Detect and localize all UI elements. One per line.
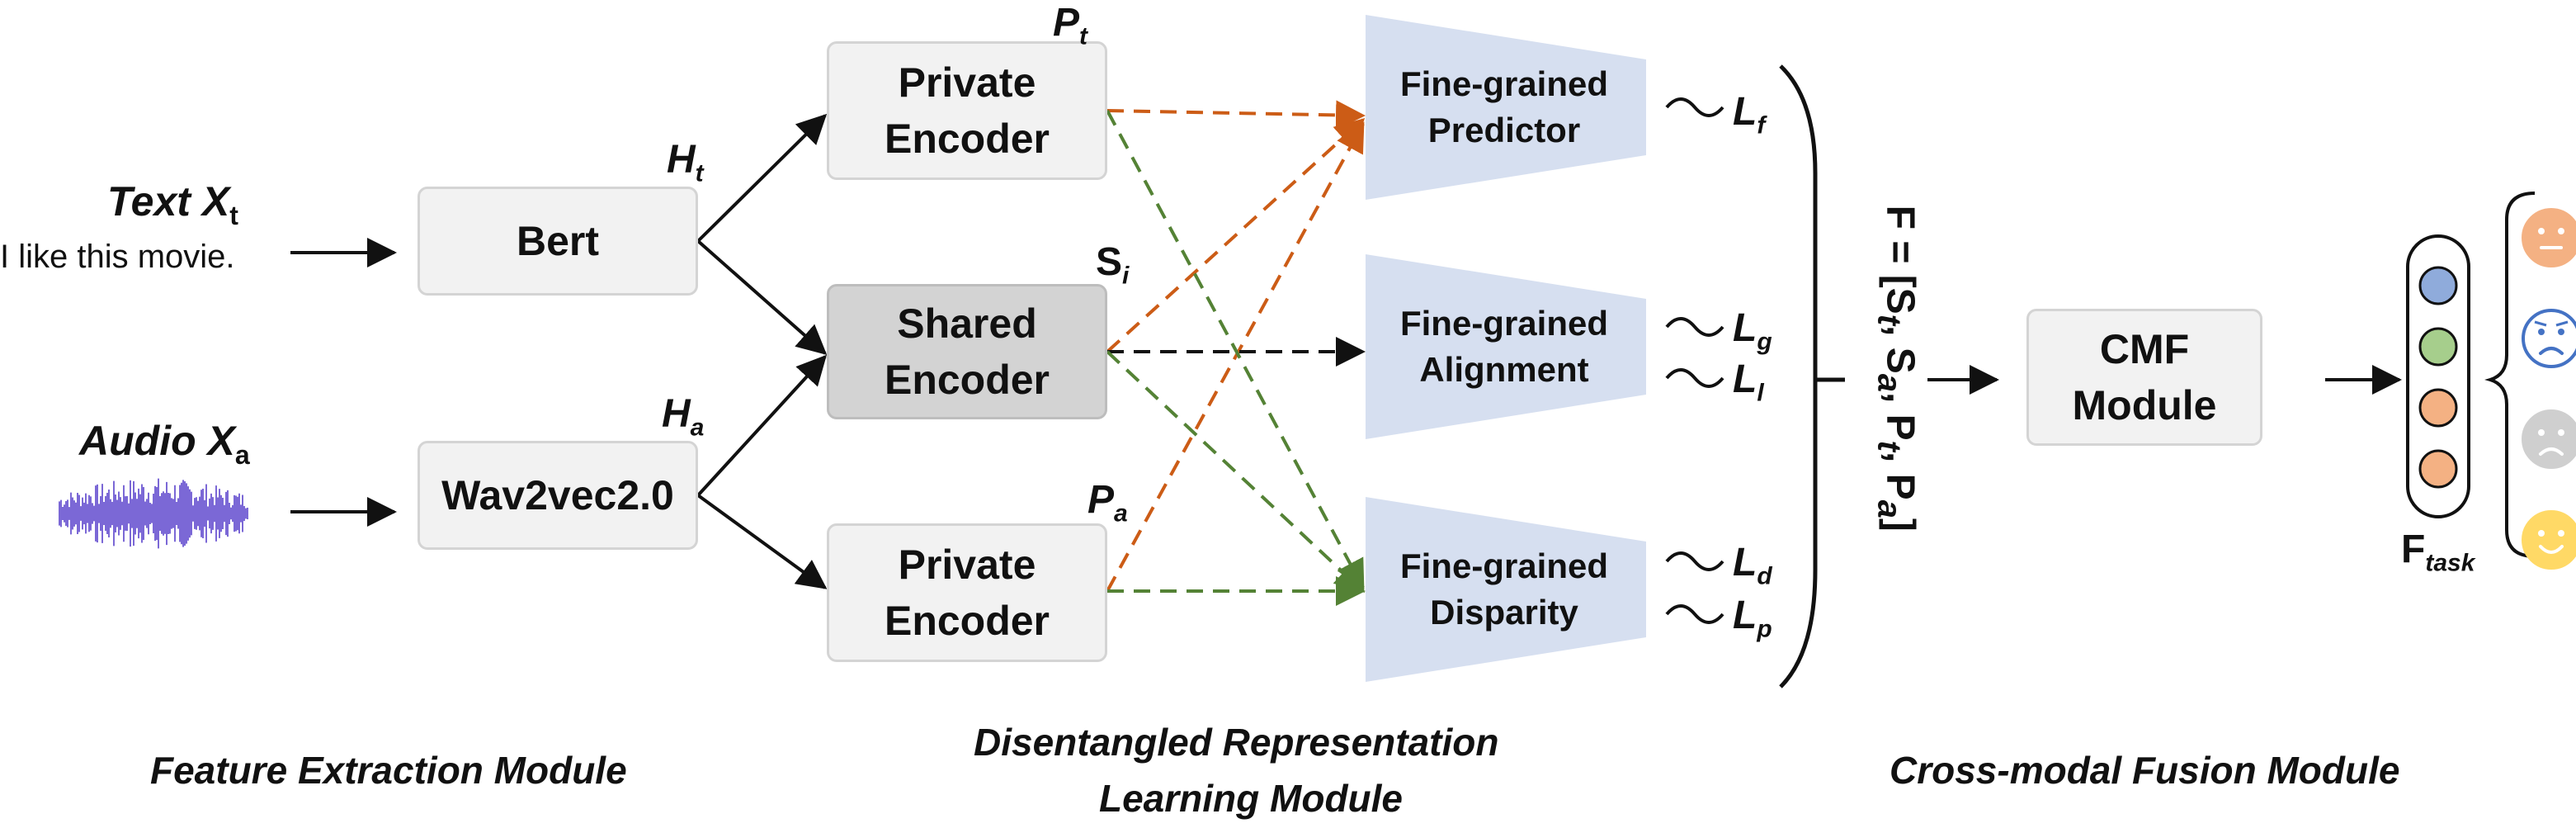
tilde-lf	[1665, 97, 1724, 117]
frown-emoji-icon	[2522, 409, 2576, 469]
formula-part-3: , P	[1878, 391, 1923, 441]
h-audio-label: Ha	[662, 391, 704, 452]
predictor-label: Fine-grained Predictor	[1399, 64, 1609, 149]
loss-p-sub: p	[1757, 615, 1772, 643]
shared-to-disparity	[1106, 350, 1366, 594]
loss-g-label: Lg	[1733, 305, 1772, 366]
formula-sub-a2: a	[1871, 499, 1908, 518]
formula-sub-t2: t	[1871, 440, 1908, 452]
output-capsule	[2406, 234, 2470, 518]
loss-l-sub: l	[1757, 379, 1764, 407]
p-audio-sub: a	[1114, 499, 1128, 528]
h-text-symbol: H	[667, 138, 696, 182]
cmf-module-node: CMF Module	[2026, 309, 2262, 446]
formula-sub-t: t	[1871, 314, 1908, 326]
output-dot	[2418, 388, 2458, 428]
audio-input-name: Audio X	[79, 418, 235, 464]
pt-to-predictor	[1106, 100, 1366, 130]
formula-part-2: , S	[1878, 325, 1923, 374]
predictor-trapezoid	[1366, 15, 1646, 200]
audio-input-sub: a	[234, 440, 250, 470]
ftask-label: Ftask	[2401, 527, 2475, 587]
wav2vec-node: Wav2vec2.0	[418, 441, 698, 550]
tilde-lp	[1665, 604, 1724, 624]
p-text-sub: t	[1079, 22, 1088, 50]
text-input-name: Text X	[107, 178, 230, 225]
ftask-sub: task	[2425, 549, 2475, 577]
output-dot	[2418, 327, 2458, 367]
private-encoder-top: Private Encoder	[827, 41, 1107, 180]
bert-node: Bert	[418, 187, 698, 296]
happy-emoji-icon	[2522, 510, 2576, 570]
loss-p-label: Lp	[1733, 593, 1772, 653]
loss-d-symbol: L	[1733, 541, 1757, 584]
h-audio-symbol: H	[662, 392, 691, 436]
sad-emoji-icon	[2522, 309, 2576, 368]
fusion-formula-text: F = [St, Sa, Pt, Pa]	[1865, 178, 1925, 558]
loss-bracket	[1779, 64, 1818, 688]
loss-g-symbol: L	[1733, 306, 1757, 350]
p-text-symbol: P	[1053, 1, 1080, 45]
shared-encoder: Shared Encoder	[827, 284, 1107, 419]
tilde-lg	[1665, 317, 1724, 337]
text-input-sub: t	[229, 201, 238, 230]
loss-g-sub: g	[1757, 328, 1772, 356]
h-audio-sub: a	[690, 414, 705, 442]
neutral-emoji-icon	[2522, 208, 2576, 267]
p-text-label: Pt	[1053, 0, 1087, 60]
formula-sub-a: a	[1871, 373, 1908, 392]
s-shared-symbol: S	[1096, 240, 1123, 284]
shared-to-predictor	[1106, 117, 1366, 353]
feature-module-caption: Feature Extraction Module	[150, 749, 627, 792]
s-shared-label: Si	[1096, 239, 1129, 300]
output-dot	[2418, 266, 2458, 305]
audio-waveform	[59, 478, 248, 549]
disparity-label: Fine-grained Disparity	[1399, 546, 1609, 632]
formula-part-1: F = [S	[1878, 205, 1923, 315]
s-shared-sub: i	[1122, 262, 1130, 290]
bert-to-shared-arrow	[696, 239, 828, 355]
alignment-trapezoid	[1366, 254, 1646, 439]
h-text-sub: t	[695, 159, 704, 187]
wav-to-private-arrow	[696, 494, 828, 589]
ftask-symbol: F	[2401, 528, 2426, 571]
tilde-ll	[1665, 368, 1724, 388]
bert-to-private-arrow	[696, 113, 828, 243]
private-encoder-bottom: Private Encoder	[827, 523, 1107, 662]
loss-f-sub: f	[1757, 111, 1766, 140]
p-audio-symbol: P	[1087, 478, 1115, 522]
text-sample: I like this movie.	[0, 239, 235, 275]
wav-to-shared-arrow	[696, 354, 828, 497]
disentangled-module-caption-line1: Disentangled Representation	[974, 721, 1499, 764]
audio-input-label: Audio Xa	[79, 416, 250, 480]
alignment-label: Fine-grained Alignment	[1399, 304, 1609, 389]
formula-part-4: , P	[1878, 451, 1923, 500]
fusion-module-caption: Cross-modal Fusion Module	[1890, 749, 2400, 792]
p-audio-label: Pa	[1087, 477, 1128, 537]
h-text-label: Ht	[667, 137, 704, 197]
formula-part-5: ]	[1878, 518, 1923, 532]
disparity-trapezoid	[1366, 497, 1646, 682]
emoji-brace	[2484, 192, 2536, 558]
loss-f-symbol: L	[1733, 90, 1757, 134]
text-input-label: Text Xt	[107, 177, 238, 240]
loss-f-label: Lf	[1733, 89, 1765, 149]
loss-d-label: Ld	[1733, 540, 1772, 600]
tilde-ld	[1665, 551, 1724, 571]
disentangled-module-caption-line2: Learning Module	[1099, 777, 1403, 820]
output-dot	[2418, 449, 2458, 489]
loss-l-symbol: L	[1733, 357, 1757, 401]
pt-to-disparity	[1106, 110, 1365, 590]
loss-d-sub: d	[1757, 562, 1772, 590]
loss-l-label: Ll	[1733, 357, 1764, 417]
pa-to-predictor	[1106, 121, 1365, 592]
loss-p-symbol: L	[1733, 594, 1757, 637]
